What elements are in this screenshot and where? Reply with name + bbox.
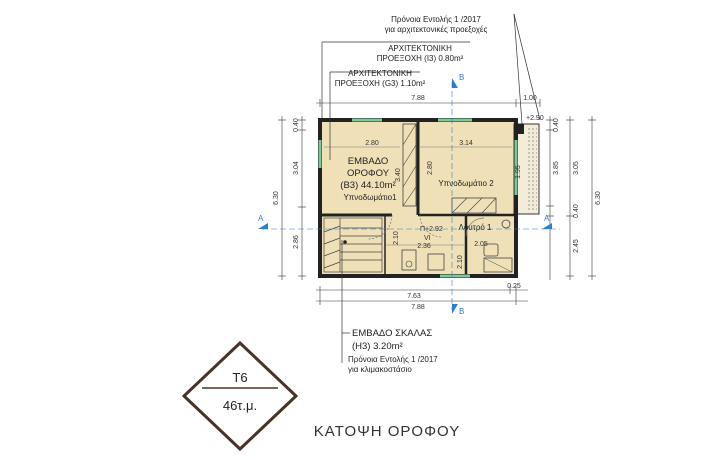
drawing-title: ΚΑΤΟΨΗ ΟΡΟΦΟΥ	[314, 423, 460, 440]
door-bedroom1	[367, 214, 393, 240]
dim-left-top: 0.40	[293, 118, 300, 132]
section-a-right-arrow	[542, 223, 552, 229]
wardrobe-bedroom2	[451, 197, 497, 214]
balcony-level: +2.90	[526, 115, 544, 122]
floor-area-label-2: ΟΡΟΦΟΥ	[347, 168, 390, 179]
laundry-drum	[405, 260, 413, 268]
floor-area-label-1: ΕΜΒΑΔΟ	[348, 156, 388, 167]
dim-stair-depth: 2.10	[393, 231, 400, 245]
dim-left-mid: 3.04	[293, 161, 300, 175]
dim-room2-depth: 2.80	[427, 161, 434, 175]
dim-right-mid-a: 3.85	[553, 161, 560, 175]
stair-area-line2: (Η3) 3.20m²	[352, 341, 403, 352]
annotations: Πρόνοια Εντολής 1 /2017 για αρχιτεκτονικ…	[335, 15, 488, 374]
level-mark: Π+2.92	[420, 226, 443, 233]
note-top-line1: Πρόνοια Εντολής 1 /2017	[391, 15, 481, 24]
dim-room1-depth: 3.40	[395, 168, 402, 182]
dim-right-low: 0.40	[573, 204, 580, 218]
balcony-railing-zone	[528, 126, 537, 212]
dim-right-mid-b: 3.05	[573, 161, 580, 175]
bedroom2-label: Υπνοδωμάτιο 2	[438, 179, 494, 188]
badge-code: T6	[232, 370, 247, 385]
bath-toilet	[501, 219, 511, 229]
section-a-right-label: A	[544, 214, 550, 223]
outer-wall	[318, 118, 518, 278]
stair-arrow-dot	[343, 240, 347, 244]
dim-balcony-inner: 1.95	[515, 165, 522, 179]
arch-g3-line1: ΑΡΧΙΤΕΚΤΟΝΙΚΗ	[348, 69, 412, 78]
level-sub: VI	[424, 235, 431, 242]
section-b-bottom-label: B	[459, 307, 464, 316]
bedroom1-label: Υπνοδωμάτιο1	[343, 193, 397, 202]
laundry-unit	[401, 249, 417, 271]
bath-washbasin	[483, 243, 499, 257]
stair-area-line1: ΕΜΒΑΔΟ ΣΚΑΛΑΣ	[352, 328, 432, 339]
unit-badge: T6 46τ.μ.	[181, 340, 299, 452]
section-a-left-label: A	[258, 214, 264, 223]
leader-lines	[321, 13, 541, 363]
dim-bottom-right: 0.25	[507, 283, 521, 290]
section-b-top-arrow	[452, 78, 458, 88]
bath-shower	[483, 257, 513, 273]
note-bottom-line2: για κλιμακοστάσιο	[348, 365, 412, 374]
arch-i3-line1: ΑΡΧΙΤΕΚΤΟΝΙΚΗ	[388, 44, 452, 53]
section-a-left-arrow	[258, 223, 268, 229]
dim-room1-width: 2.80	[365, 140, 379, 147]
outer-dimension-labels: 7.88 1.00 7.63 0.25 7.88 0.40 3.04 6.30 …	[273, 95, 602, 311]
dim-bath-width: 2.05	[474, 241, 488, 248]
badge-diamond	[181, 340, 299, 452]
dim-right-top: 0.40	[553, 118, 560, 132]
balcony-pier	[516, 124, 524, 134]
storage-unit	[427, 253, 445, 271]
section-lines	[258, 78, 560, 314]
bathroom-label: Λουτρό 1	[459, 223, 493, 232]
note-top-line2: για αρχιτεκτονικές προεξοχές	[385, 25, 488, 34]
dim-right-bottom: 2.45	[573, 239, 580, 253]
outer-dimensions	[278, 99, 596, 305]
dim-top-total: 7.88	[411, 95, 425, 102]
dim-room2-width: 3.14	[459, 140, 473, 147]
badge-area: 46τ.μ.	[223, 398, 257, 413]
section-b-top-label: B	[459, 73, 464, 82]
note-bottom-line1: Πρόνοια Εντολής 1 /2017	[348, 355, 438, 364]
room-labels: ΕΜΒΑΔΟ ΟΡΟΦΟΥ (Β3) 44.10m² Υπνοδωμάτιο1 …	[340, 115, 544, 242]
arch-i3-line2: ΠΡΟΕΞΟΧΗ (Ι3) 0.80m²	[377, 54, 464, 63]
arch-g3-line2: ΠΡΟΕΞΟΧΗ (G3) 1.10m²	[335, 79, 426, 88]
staircase	[323, 217, 383, 273]
dim-left-bottom: 2.86	[293, 235, 300, 249]
wardrobe-bedroom1	[402, 123, 417, 207]
dim-bottom-total: 7.88	[411, 304, 425, 311]
dim-bath-depth: 2.10	[457, 255, 464, 269]
section-b-bottom-arrow	[452, 304, 458, 314]
interior-dimensions: 2.80 3.14 2.80 3.40 2.36 2.05 2.10 2.10 …	[324, 140, 522, 269]
plan-body	[318, 118, 540, 278]
door-bathroom	[465, 217, 485, 237]
dim-left-total: 6.30	[273, 191, 280, 205]
dim-stair-width: 2.36	[417, 243, 431, 250]
dim-bottom-inner: 7.63	[407, 293, 421, 300]
floor-area-label-3: (Β3) 44.10m²	[340, 180, 395, 191]
dim-right-total: 6.30	[595, 191, 602, 205]
dim-top-right: 1.00	[523, 95, 537, 102]
